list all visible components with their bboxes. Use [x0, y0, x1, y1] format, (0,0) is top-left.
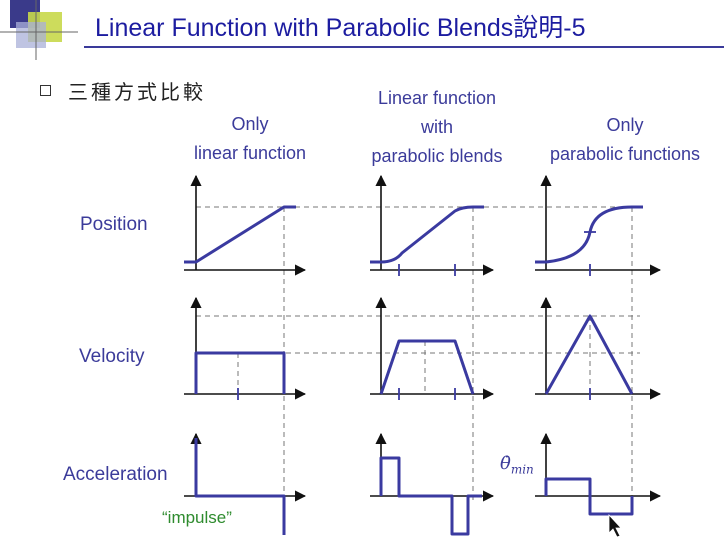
position-linear-curve: [184, 205, 296, 264]
acceleration-linear-curve: [194, 438, 286, 535]
column-header-line: with: [420, 117, 453, 137]
row-label-acceleration: Acceleration: [63, 464, 168, 485]
row-label-velocity: Velocity: [79, 346, 145, 367]
column-header-parabolic: Only parabolic functions: [534, 111, 716, 169]
bullet-icon: [40, 85, 51, 96]
velocity-parabolic-curve: [544, 314, 634, 395]
column-header-linear: Only linear function: [170, 110, 330, 168]
logo-icon: [0, 0, 78, 60]
column-header-blends: Linear function with parabolic blends: [352, 84, 522, 171]
column-header-line: parabolic blends: [371, 146, 503, 166]
column-header-line: parabolic functions: [549, 144, 701, 164]
column-header-line: Linear function: [377, 88, 497, 108]
position-parabolic-curve: [535, 205, 643, 264]
velocity-blend-curve: [379, 339, 475, 395]
theta-min-label: θ̇min: [500, 453, 534, 477]
tick-marks: [237, 231, 596, 400]
column-header-line: linear function: [193, 143, 307, 163]
cursor-icon: [608, 513, 622, 538]
curves: [184, 205, 643, 536]
theta-symbol: θ̇: [500, 453, 511, 474]
theta-subscript: min: [510, 462, 534, 477]
impulse-label: “impulse”: [162, 508, 232, 527]
subtitle: 三種方式比較: [68, 80, 206, 104]
velocity-linear-curve: [194, 351, 286, 394]
acceleration-blend-curve: [379, 456, 482, 536]
page-title: Linear Function with Parabolic Blends說明-…: [95, 14, 586, 42]
column-header-line: Only: [231, 114, 269, 134]
row-label-position: Position: [80, 214, 148, 235]
acceleration-parabolic-curve: [544, 477, 634, 516]
column-header-line: Only: [606, 115, 644, 135]
title-divider: [84, 46, 724, 48]
position-blend-curve: [370, 205, 484, 264]
